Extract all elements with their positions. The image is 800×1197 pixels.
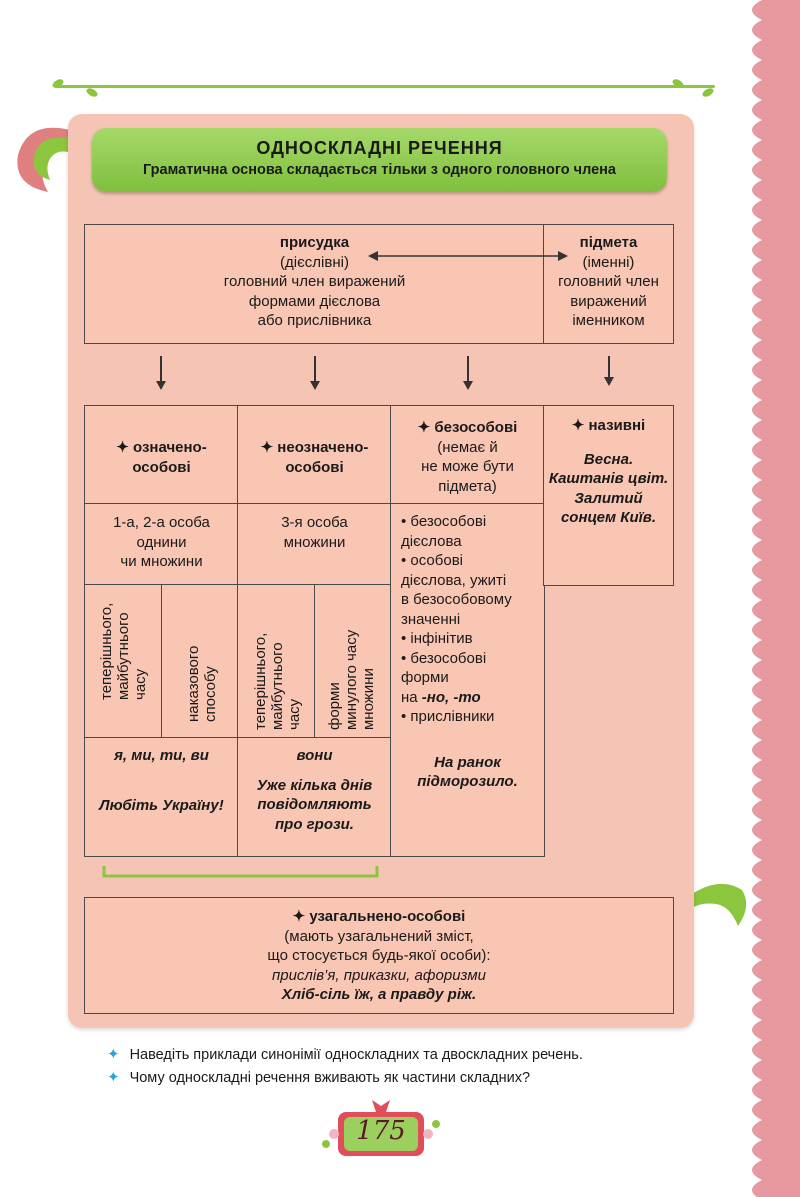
impersonal-title-cell: ✦ безособові (немає й не може бути підме…: [390, 405, 545, 505]
page-title: ОДНОСКЛАДНІ РЕЧЕННЯ: [256, 138, 503, 158]
generalized-personal-cell: ✦ узагальнено-особові (мають узагальнени…: [84, 897, 674, 1014]
curl-ornament-icon: [692, 883, 747, 926]
arrow-down-icon: [464, 356, 472, 390]
definite-example-cell: я, ми, ти, ви Любіть Україну!: [84, 737, 239, 857]
page-number-ornament: [322, 1100, 440, 1156]
top-divider: [55, 85, 715, 88]
subject-cell: підмета (іменні) головний член виражений…: [543, 224, 674, 344]
page-number: 175: [356, 1116, 406, 1146]
vertical-label: теперішнього, майбутнього часу: [252, 632, 303, 730]
star-bullet-icon: ✦: [107, 1069, 120, 1086]
vertical-label: форми минулого часу множини: [326, 629, 377, 730]
title-banner: ОДНОСКЛАДНІ РЕЧЕННЯ Граматична основа ск…: [92, 128, 667, 192]
vertical-cell: [161, 584, 239, 739]
definite-personal-title-cell: ✦ означено- особові: [84, 405, 239, 505]
leaf-icon: [85, 86, 99, 99]
definite-personal-desc-cell: 1-а, 2-а особа однини чи множини: [84, 503, 239, 586]
page-subtitle: Граматична основа складається тільки з о…: [143, 162, 616, 178]
leaf-icon: [701, 86, 715, 99]
decorative-border: [742, 0, 800, 1197]
nominal-cell: ✦ називні Весна. Каштанів цвіт. Залитий …: [543, 405, 674, 586]
arrow-down-icon: [157, 356, 165, 390]
arrow-down-icon: [311, 356, 319, 390]
predicate-cell: присудка (дієслівні) головний член вираж…: [84, 224, 545, 344]
bracket-line: [102, 866, 379, 878]
curl-ornament-icon: [17, 127, 70, 192]
indefinite-personal-desc-cell: 3-я особа множини: [237, 503, 392, 586]
impersonal-list-cell: • безособові дієслова • особові дієслова…: [390, 503, 545, 857]
vertical-label: теперішнього, майбутнього часу: [98, 602, 149, 700]
double-arrow-icon: [368, 251, 568, 261]
question-item: ✦Наведіть приклади синонімії односкладни…: [107, 1046, 583, 1063]
vertical-cell: [237, 584, 316, 739]
arrow-down-icon: [605, 356, 613, 386]
indefinite-example-cell: вони Уже кілька днів повідомляють про гр…: [237, 737, 392, 857]
vertical-label: наказового способу: [185, 645, 219, 722]
question-item: ✦Чому односкладні речення вживають як ча…: [107, 1069, 531, 1086]
indefinite-personal-title-cell: ✦ неозначено- особові: [237, 405, 392, 505]
star-bullet-icon: ✦: [107, 1046, 120, 1063]
